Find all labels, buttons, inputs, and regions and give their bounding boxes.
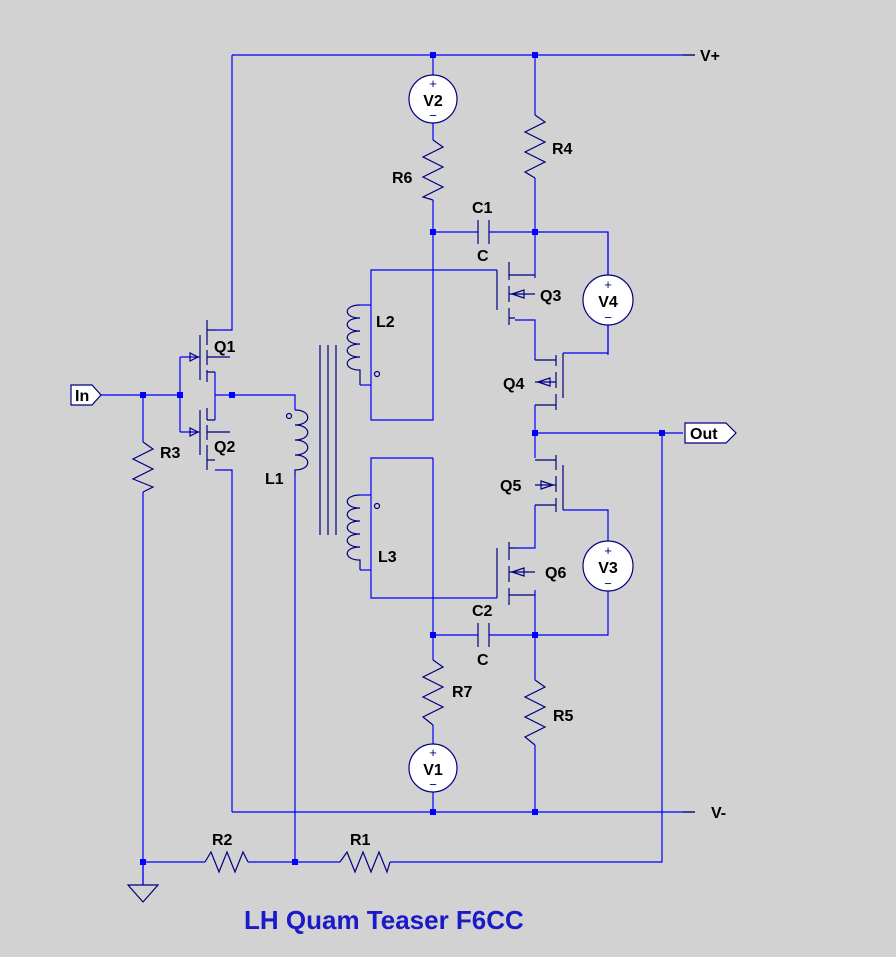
l2-label: L2 (376, 314, 395, 331)
resistor-r3: R3 (131, 441, 181, 493)
svg-text:+: + (429, 76, 437, 91)
resistor-r6: R6 (392, 139, 445, 201)
transistor-q5: Q5 (500, 455, 564, 512)
c1-value: C (477, 248, 489, 265)
q4-label: Q4 (503, 376, 524, 393)
inductor-l3: L3 (346, 494, 397, 570)
resistor-r2: R2 (204, 832, 249, 874)
q1-label: Q1 (214, 339, 235, 356)
v4-label: V4 (598, 294, 618, 311)
voltage-source-v1: + − V1 (408, 743, 458, 793)
r5-label: R5 (553, 708, 574, 725)
r3-label: R3 (160, 445, 181, 462)
c2-label: C2 (472, 603, 493, 620)
inductor-l1: L1 (265, 409, 309, 488)
transistor-q2: Q2 (189, 408, 235, 470)
transistor-q6: Q6 (496, 542, 566, 605)
svg-text:+: + (429, 745, 437, 760)
capacitor-c2: C2 C (472, 603, 493, 669)
transistor-q1: Q1 (189, 320, 235, 382)
transformer-core (319, 345, 337, 535)
voltage-source-v4: + − V4 (582, 274, 634, 326)
q5-label: Q5 (500, 478, 521, 495)
svg-text:V-: V- (711, 805, 726, 822)
svg-text:−: − (604, 576, 612, 591)
input-port[interactable]: In (70, 384, 102, 406)
transistor-q4: Q4 (503, 353, 564, 410)
output-port-label: Out (690, 426, 718, 443)
l1-label: L1 (265, 471, 284, 488)
svg-text:−: − (429, 777, 437, 792)
resistor-r5: R5 (523, 679, 574, 746)
r2-label: R2 (212, 832, 233, 849)
r6-label: R6 (392, 170, 413, 187)
r1-label: R1 (350, 832, 371, 849)
diagram-title: LH Quam Teaser F6CC (244, 905, 524, 935)
transistor-q3: Q3 (496, 262, 561, 325)
svg-text:−: − (429, 108, 437, 123)
v2-label: V2 (423, 93, 443, 110)
ground-symbol (126, 884, 160, 903)
output-port[interactable]: Out (684, 422, 737, 444)
r4-label: R4 (552, 141, 573, 158)
inductor-l2: L2 (346, 304, 395, 385)
voltage-source-v2: + − V2 (408, 74, 458, 124)
c2-value: C (477, 652, 489, 669)
resistor-r7: R7 (421, 659, 473, 726)
net-label-vplus: V+ (683, 48, 720, 65)
l3-label: L3 (378, 549, 397, 566)
q2-label: Q2 (214, 439, 235, 456)
junctions (140, 52, 665, 865)
q3-label: Q3 (540, 288, 561, 305)
resistor-r1: R1 (339, 832, 391, 874)
svg-text:+: + (604, 543, 612, 558)
q6-label: Q6 (545, 565, 566, 582)
v1-label: V1 (423, 762, 443, 779)
voltage-source-v3: + − V3 (582, 540, 634, 592)
c1-label: C1 (472, 200, 493, 217)
capacitor-c1: C1 C (472, 200, 493, 265)
r7-label: R7 (452, 684, 473, 701)
net-label-vminus: V- (683, 805, 726, 822)
v3-label: V3 (598, 560, 618, 577)
resistor-r4: R4 (523, 114, 573, 179)
svg-text:V+: V+ (700, 48, 720, 65)
svg-text:−: − (604, 310, 612, 325)
svg-text:+: + (604, 277, 612, 292)
input-port-label: In (75, 388, 89, 405)
